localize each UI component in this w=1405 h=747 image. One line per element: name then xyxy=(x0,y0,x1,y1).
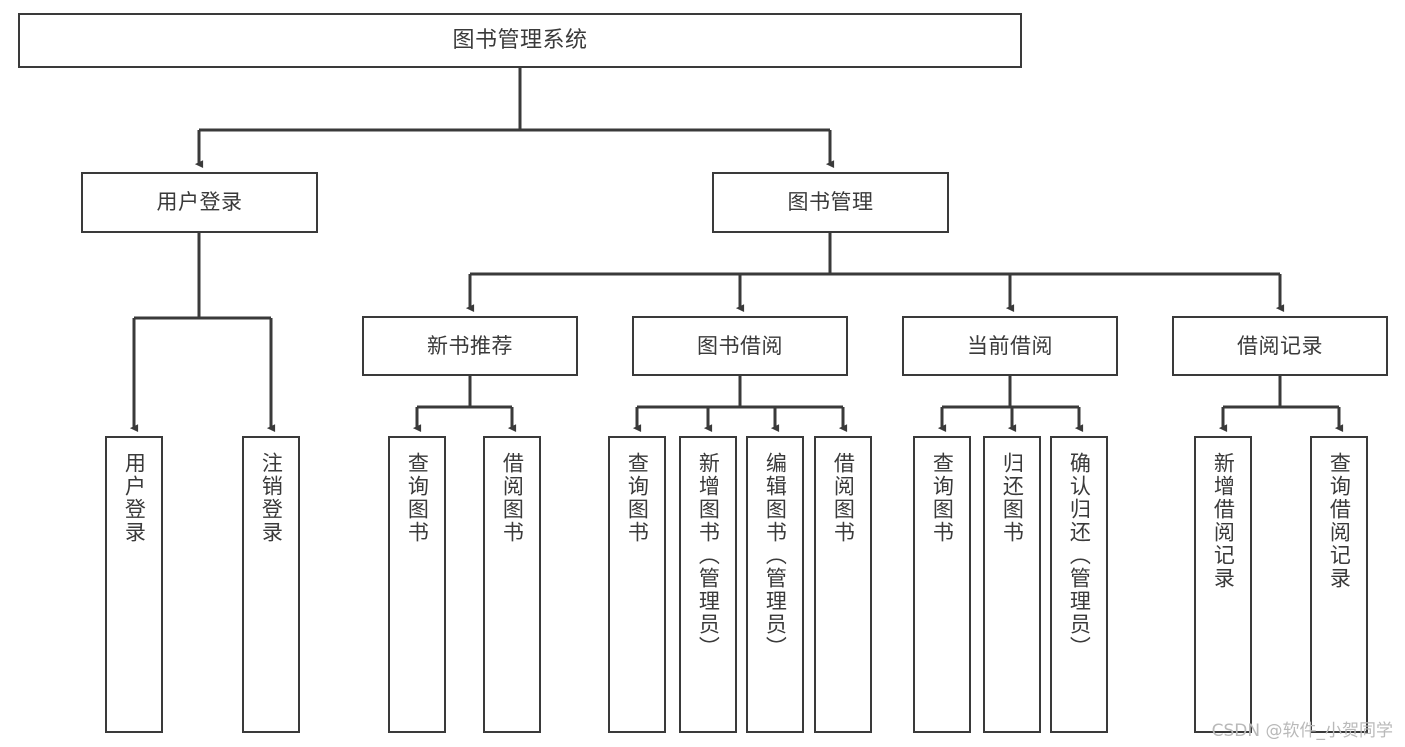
node-label: 借阅图书 xyxy=(831,452,856,544)
node-label: 新书推荐 xyxy=(427,333,513,358)
leaf-recommend-query-book[interactable]: 查询图书 xyxy=(388,436,446,733)
node-label: 查询借阅记录 xyxy=(1327,452,1352,590)
node-label: 用户登录 xyxy=(156,190,243,215)
node-label: 图书管理系统 xyxy=(452,27,588,53)
leaf-borrow-edit-book-admin[interactable]: 编辑图书（管理员） xyxy=(746,436,804,733)
leaf-current-query-book[interactable]: 查询图书 xyxy=(913,436,971,733)
node-label: 借阅记录 xyxy=(1237,333,1323,358)
node-label: 图书管理 xyxy=(787,190,874,215)
node-book-management[interactable]: 图书管理 xyxy=(712,172,949,233)
node-label: 归还图书 xyxy=(1000,452,1025,544)
node-label: 新增图书（管理员） xyxy=(696,452,721,659)
leaf-borrow-query-book[interactable]: 查询图书 xyxy=(608,436,666,733)
node-label: 当前借阅 xyxy=(967,333,1053,358)
node-borrow-record[interactable]: 借阅记录 xyxy=(1172,316,1388,376)
leaf-recommend-borrow-book[interactable]: 借阅图书 xyxy=(483,436,541,733)
node-root-system[interactable]: 图书管理系统 xyxy=(18,13,1022,68)
node-new-book-recommend[interactable]: 新书推荐 xyxy=(362,316,578,376)
node-user-login[interactable]: 用户登录 xyxy=(81,172,318,233)
leaf-user-login-logout[interactable]: 注销登录 xyxy=(242,436,300,733)
node-label: 借阅图书 xyxy=(500,452,525,544)
leaf-record-add-record[interactable]: 新增借阅记录 xyxy=(1194,436,1252,733)
leaf-borrow-add-book-admin[interactable]: 新增图书（管理员） xyxy=(679,436,737,733)
leaf-user-login-login[interactable]: 用户登录 xyxy=(105,436,163,733)
leaf-current-return-book[interactable]: 归还图书 xyxy=(983,436,1041,733)
node-label: 查询图书 xyxy=(405,452,430,544)
node-label: 图书借阅 xyxy=(697,333,783,358)
node-label: 查询图书 xyxy=(930,452,955,544)
node-book-borrow[interactable]: 图书借阅 xyxy=(632,316,848,376)
leaf-borrow-borrow-book[interactable]: 借阅图书 xyxy=(814,436,872,733)
node-label: 用户登录 xyxy=(122,452,147,544)
leaf-record-query-record[interactable]: 查询借阅记录 xyxy=(1310,436,1368,733)
node-label: 查询图书 xyxy=(625,452,650,544)
node-current-borrow[interactable]: 当前借阅 xyxy=(902,316,1118,376)
node-label: 编辑图书（管理员） xyxy=(763,452,788,659)
node-label: 注销登录 xyxy=(259,452,284,544)
node-label: 新增借阅记录 xyxy=(1211,452,1236,590)
leaf-current-confirm-return-admin[interactable]: 确认归还（管理员） xyxy=(1050,436,1108,733)
node-label: 确认归还（管理员） xyxy=(1067,452,1092,659)
